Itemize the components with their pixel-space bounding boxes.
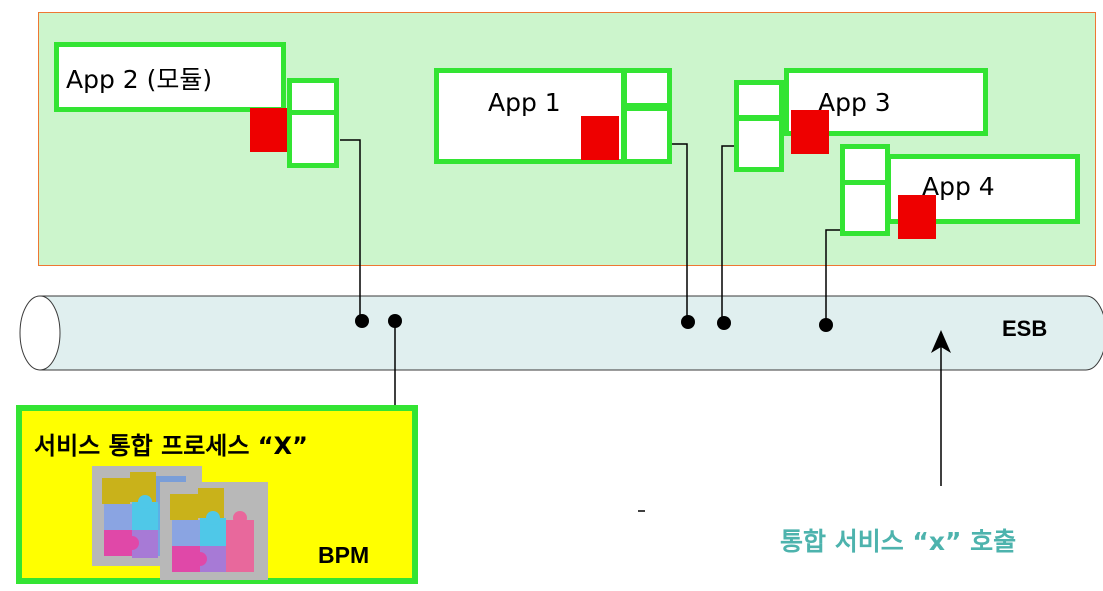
app-4-red-marker	[898, 195, 936, 239]
esb-label: ESB	[1002, 316, 1048, 341]
app-1-red-marker	[581, 116, 619, 160]
app-1-connector	[672, 143, 688, 322]
bpm-esb-dot	[388, 314, 402, 328]
app-1-esb-dot	[681, 315, 695, 329]
app-3-connector	[721, 145, 734, 323]
app-2-box[interactable]	[54, 42, 286, 112]
app-2-connector	[340, 139, 361, 320]
app-4-esb-dot	[819, 318, 833, 332]
app-4-connector	[825, 229, 840, 325]
bpm-title: 서비스 통합 프로세스 “X”	[34, 432, 308, 460]
app-4-box[interactable]	[886, 154, 1080, 224]
app-1-port-top	[622, 68, 672, 108]
app-3-port-bottom	[734, 116, 784, 172]
call-arrow-head	[931, 330, 951, 353]
app-2-port-top	[287, 78, 339, 116]
app-1-port-bottom	[622, 106, 672, 164]
bpm-label: BPM	[318, 542, 370, 568]
esb-pipe-left-end	[19, 295, 61, 371]
app-2-esb-dot	[355, 314, 369, 328]
integration-service-call-label: 통합 서비스 “x” 호출	[780, 527, 1017, 556]
app-2-port-bottom	[287, 110, 339, 168]
app-3-label: App 3	[818, 88, 891, 117]
puzzle-icon	[160, 482, 268, 580]
app-1-label: App 1	[488, 88, 561, 117]
app-4-port-bottom	[840, 180, 890, 236]
app-3-red-marker	[791, 110, 829, 154]
app-3-esb-dot	[717, 316, 731, 330]
esb-pipe	[39, 295, 1103, 371]
app-2-red-marker	[250, 108, 288, 152]
app-2-label: App 2 (모듈)	[66, 65, 213, 94]
